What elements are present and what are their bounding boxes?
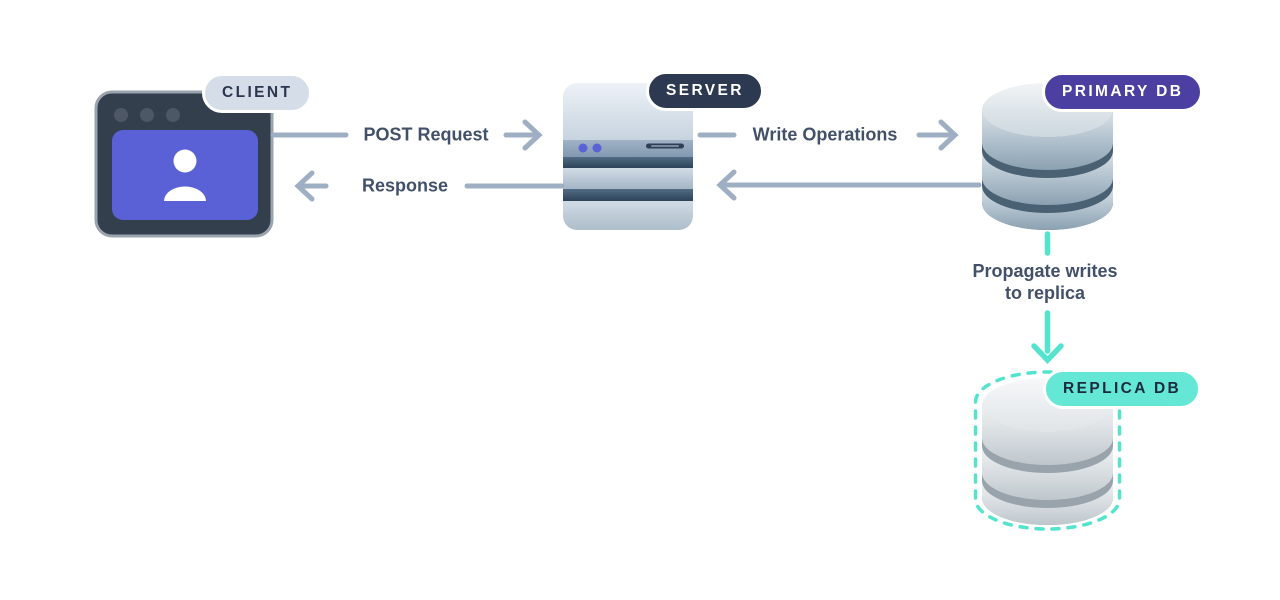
server-badge: SERVER — [646, 71, 764, 111]
arrow-write-operations — [697, 119, 959, 151]
client-icon — [94, 90, 274, 238]
primary-db-badge: PRIMARY DB — [1042, 72, 1204, 112]
arrows-gray — [270, 119, 982, 202]
edge-label-propagate-line2: to replica — [1004, 283, 1086, 303]
replica-db-icon — [973, 370, 1122, 531]
server-icon — [563, 83, 693, 230]
edge-label-post-request: POST Request — [363, 124, 489, 145]
arrow-response — [294, 170, 565, 202]
server-status-lights-icon — [578, 143, 602, 153]
arrow-db-return — [716, 169, 982, 201]
arrow-post-request — [270, 119, 543, 151]
replica-db-badge: REPLICA DB — [1043, 369, 1202, 409]
arrow-propagate — [1031, 231, 1064, 364]
edge-label-response: Response — [361, 175, 449, 196]
edge-label-write-operations: Write Operations — [752, 124, 898, 145]
replica-dashed-outline — [973, 370, 1122, 531]
server-drive-slot-icon — [646, 143, 684, 149]
primary-db-icon — [982, 83, 1113, 230]
client-badge: CLIENT — [202, 73, 313, 113]
user-icon — [164, 149, 206, 201]
browser-window-dots-icon — [114, 108, 180, 122]
edge-label-propagate: Propagate writes to replica — [972, 260, 1117, 304]
edge-label-propagate-line1: Propagate writes — [972, 261, 1118, 281]
